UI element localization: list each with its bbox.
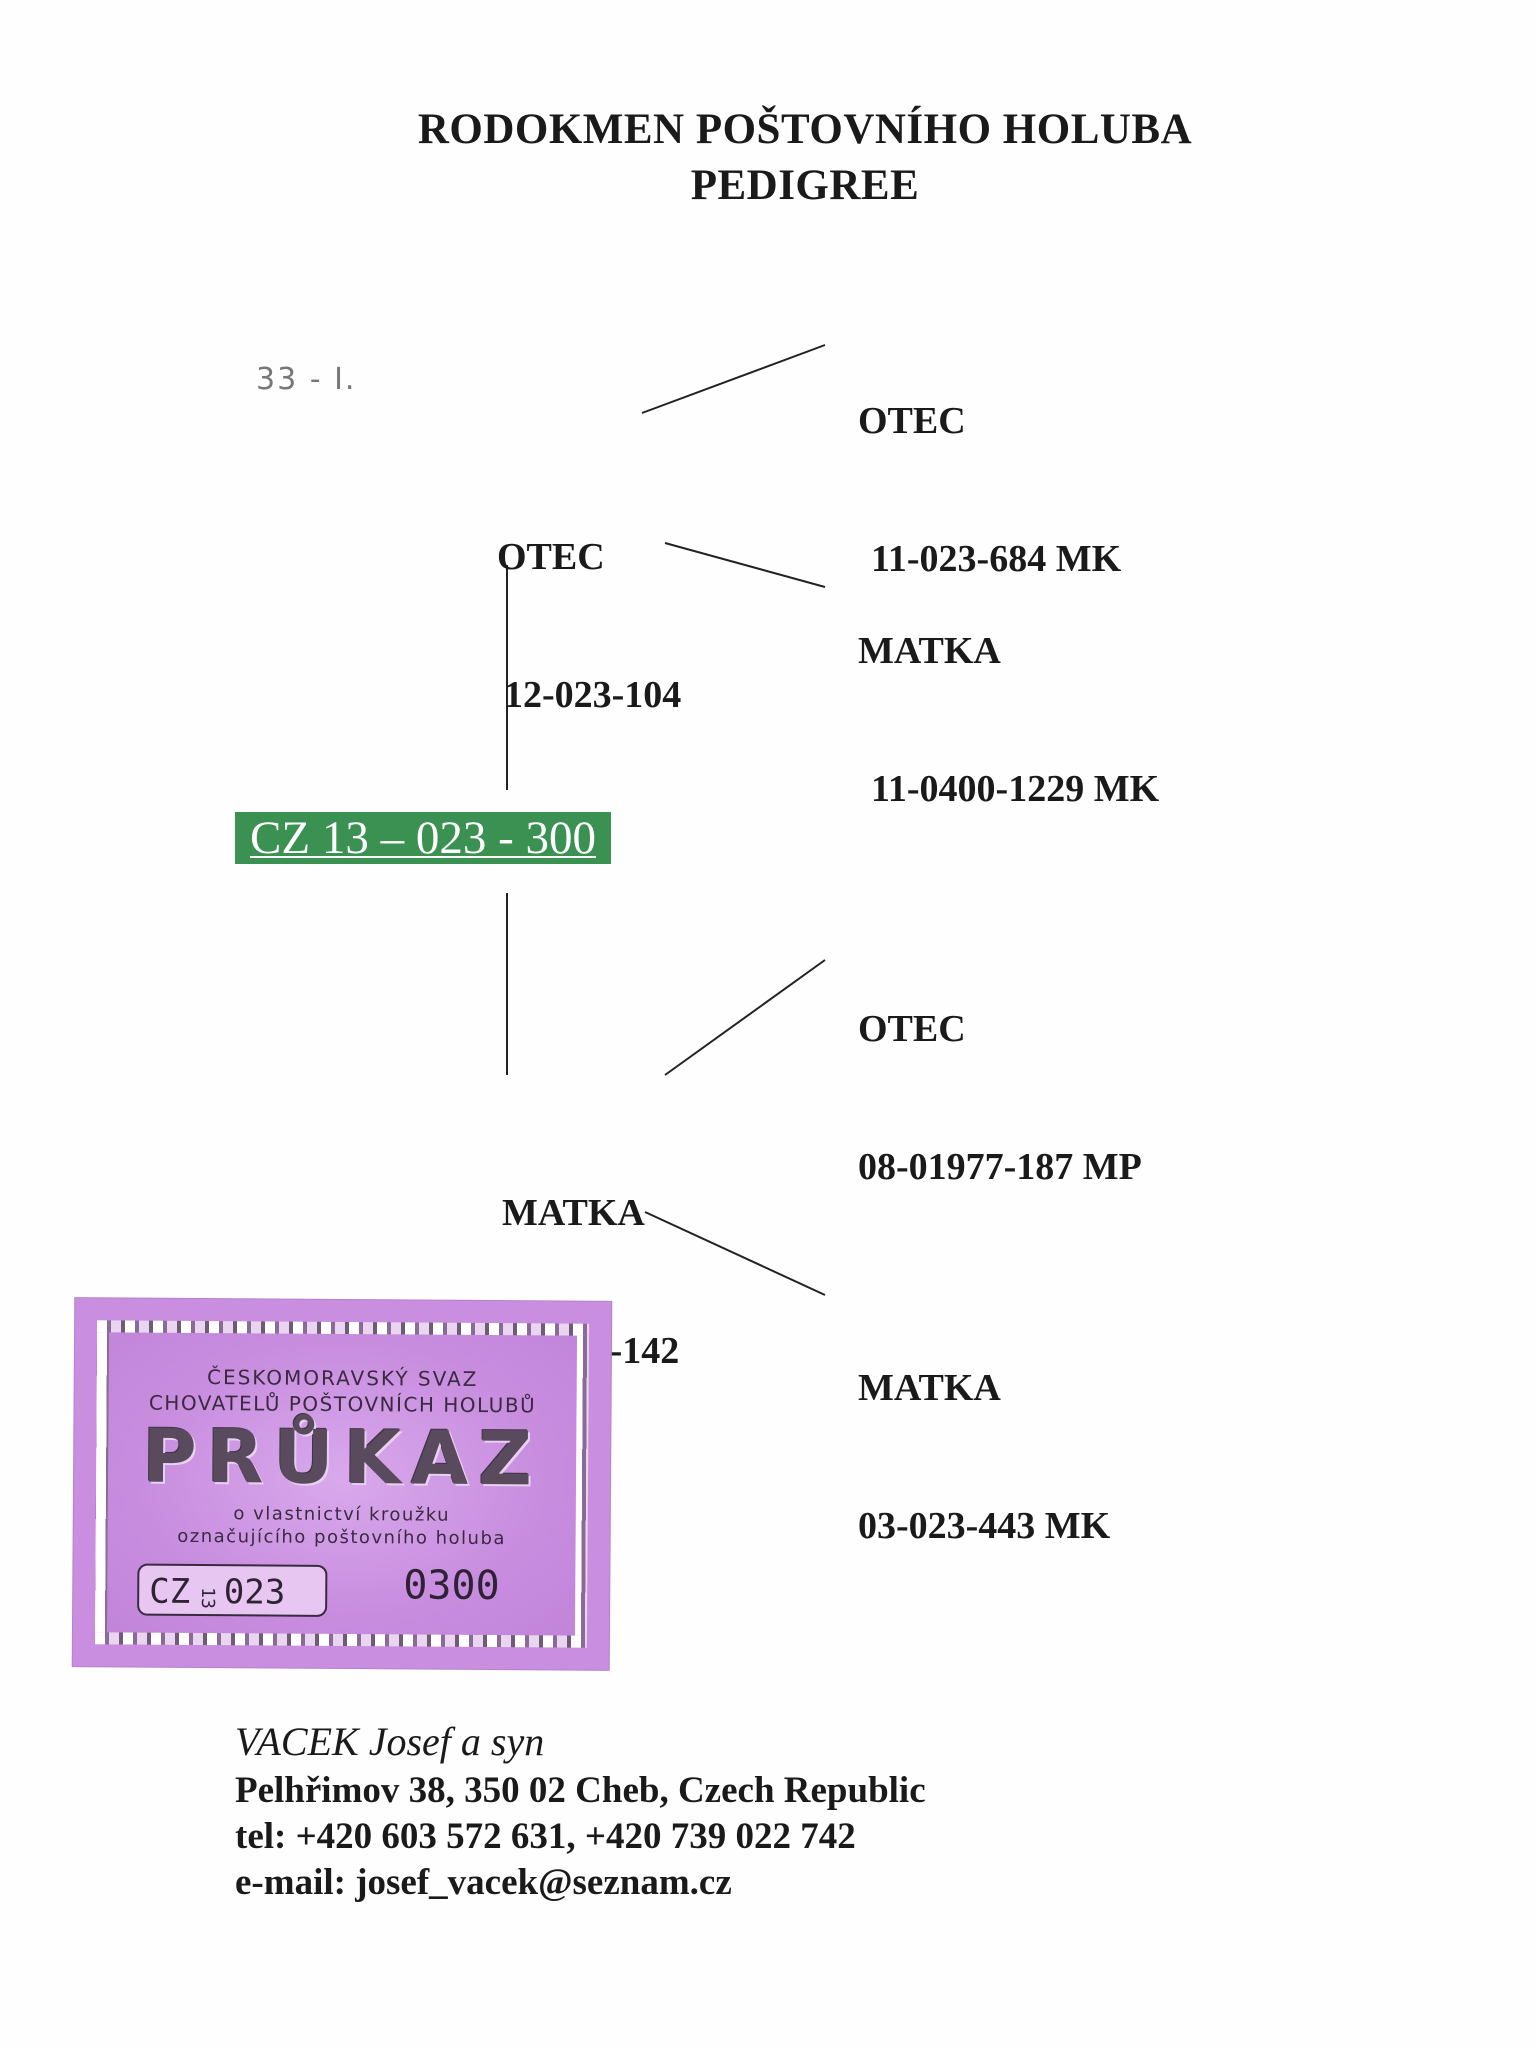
card-desc-line2: označujícího poštovního holuba bbox=[177, 1525, 507, 1550]
card-title: PRŮKAZ bbox=[142, 1413, 543, 1503]
sire-node: OTEC 12-023-104 bbox=[497, 442, 681, 764]
sire-ring: 12-023-104 bbox=[504, 674, 682, 716]
maternal-granddam-node: MATKA 03-023-443 MK bbox=[858, 1273, 1110, 1595]
card-org-line1: ČESKOMORAVSKÝ SVAZ bbox=[206, 1365, 479, 1391]
sire-role: OTEC bbox=[497, 536, 605, 578]
breeder-address: Pelhřimov 38, 350 02 Cheb, Czech Republi… bbox=[235, 1770, 926, 1811]
line-sire-to-grandsire bbox=[641, 344, 826, 414]
dam-role: MATKA bbox=[502, 1192, 645, 1234]
paternal-grandsire-role: OTEC bbox=[858, 400, 966, 442]
maternal-granddam-role: MATKA bbox=[858, 1367, 1001, 1409]
breeder-email: e-mail: josef_vacek@seznam.cz bbox=[235, 1862, 732, 1903]
paternal-granddam-node: MATKA 11-0400-1229 MK bbox=[858, 536, 1159, 858]
breeder-name: VACEK Josef a syn bbox=[235, 1719, 545, 1764]
maternal-granddam-ring: 03-023-443 MK bbox=[858, 1505, 1111, 1547]
card-ring-year: 13 bbox=[196, 1587, 219, 1609]
line-sire-to-granddam bbox=[664, 542, 826, 588]
paternal-grandsire-ring: 11-023-684 MK bbox=[871, 538, 1122, 580]
document-title: RODOKMEN POŠTOVNÍHO HOLUBA bbox=[417, 106, 1193, 153]
maternal-grandsire-ring: 08-01977-187 MP bbox=[858, 1146, 1142, 1188]
breeder-phone: tel: +420 603 572 631, +420 739 022 742 bbox=[235, 1816, 856, 1857]
document-subtitle: PEDIGREE bbox=[690, 162, 920, 209]
ring-ownership-card: ČESKOMORAVSKÝ SVAZ CHOVATELŮ POŠTOVNÍCH … bbox=[72, 1298, 612, 1670]
card-desc-line1: o vlastnictví kroužku bbox=[233, 1503, 451, 1526]
handwritten-note: 33 - I. bbox=[256, 362, 357, 397]
maternal-grandsire-role: OTEC bbox=[858, 1008, 966, 1050]
line-dam-to-grandsire bbox=[664, 959, 826, 1076]
maternal-grandsire-node: OTEC 08-01977-187 MP bbox=[858, 914, 1142, 1236]
paternal-granddam-role: MATKA bbox=[858, 630, 1001, 672]
paternal-grandsire-node: OTEC 11-023-684 MK bbox=[858, 306, 1121, 628]
card-ring-number: 0300 bbox=[403, 1562, 500, 1610]
line-dam-to-granddam bbox=[644, 1211, 826, 1296]
subject-ring-number: CZ 13 – 023 - 300 bbox=[235, 812, 611, 864]
paternal-granddam-ring: 11-0400-1229 MK bbox=[871, 768, 1160, 810]
